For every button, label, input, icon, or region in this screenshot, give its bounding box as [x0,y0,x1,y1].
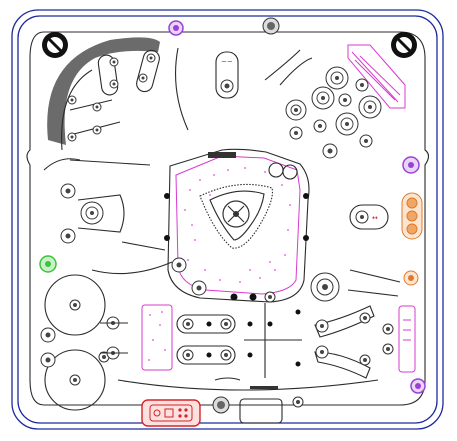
bottom-filter-cover [239,398,283,424]
bottom-seat-arc [117,379,379,391]
bottom-bar [250,386,278,389]
shell-outline [11,9,444,430]
left-bottom-seat [40,274,110,411]
orange-light-right [403,270,419,286]
bottom-divider [244,303,302,378]
footwell-texture [184,167,291,283]
right-bottom-seat [314,305,394,379]
lounge-jets [67,53,156,142]
purple-light-top [168,20,184,36]
right-pink-bar [398,305,416,373]
seat-divider-right [264,49,301,81]
svg-text:~~: ~~ [221,58,233,66]
bottom-small-jet [292,396,304,408]
center-footwell [164,148,310,303]
svg-text:↔: ↔ [372,214,378,222]
orange-air-controls [401,192,423,240]
green-light-left [39,255,57,273]
purple-light-right [402,156,420,174]
seat-divider [174,47,189,131]
control-panel [141,399,201,427]
top-fitting [262,17,280,35]
bottom-jet-pairs [176,314,253,365]
waterfall-control: ~~ [215,51,239,99]
left-lounge [47,37,160,151]
right-lounge-panel [347,44,406,109]
purple-light-bottom [410,378,426,394]
drain-top-left [42,32,68,58]
deck-outline [26,31,430,406]
diverter-right: ↔ [349,204,389,230]
bottom-fitting [212,396,230,414]
lower-center-jets [171,257,276,303]
jet-cluster-right [285,66,382,159]
left-seat-jets [60,183,125,244]
large-jet-right [310,269,401,302]
bottom-pink-pad [141,304,173,371]
foot-jets-left [100,316,128,360]
drain-top-right [391,32,417,58]
